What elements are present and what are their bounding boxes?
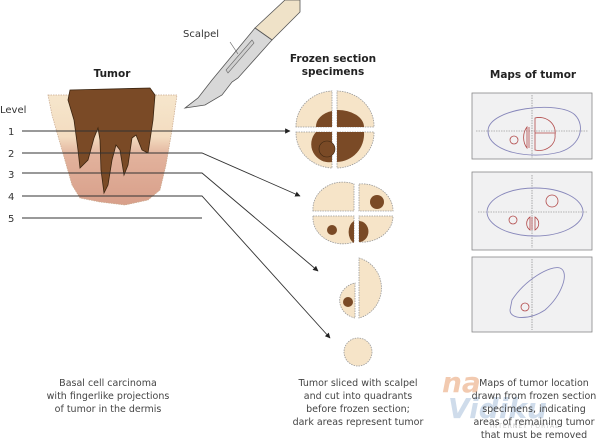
svg-text:na: na bbox=[442, 366, 481, 399]
level-4-arrow bbox=[22, 195, 331, 339]
watermark: na Vidiku INTERNET PORTAL bbox=[442, 366, 559, 430]
svg-text:INTERNET PORTAL: INTERNET PORTAL bbox=[490, 423, 559, 430]
svg-text:with fingerlike projections: with fingerlike projections bbox=[47, 391, 170, 402]
frozen-section-title-line1: Frozen section bbox=[290, 53, 376, 65]
maps-title: Maps of tumor bbox=[490, 69, 577, 81]
level-2-arrow bbox=[22, 152, 301, 197]
level-3-arrow bbox=[22, 172, 319, 272]
level-4-label: 4 bbox=[8, 192, 14, 203]
svg-text:that must be removed: that must be removed bbox=[481, 430, 587, 441]
level-heading: Level bbox=[0, 105, 26, 116]
scalpel-illustration bbox=[183, 0, 301, 109]
svg-text:specimens, indicating: specimens, indicating bbox=[482, 404, 586, 415]
svg-text:Tumor sliced with scalpel: Tumor sliced with scalpel bbox=[297, 378, 417, 389]
specimen-level-3 bbox=[339, 257, 382, 319]
level-5-label: 5 bbox=[8, 214, 14, 225]
svg-text:before frozen section;: before frozen section; bbox=[306, 404, 410, 415]
tumor-mass bbox=[67, 87, 156, 195]
tumor-title: Tumor bbox=[94, 68, 132, 80]
frozen-section-title-line2: specimens bbox=[302, 66, 365, 78]
scalpel-label: Scalpel bbox=[183, 29, 219, 40]
svg-text:Vidiku: Vidiku bbox=[448, 392, 547, 425]
level-3-label: 3 bbox=[8, 170, 14, 181]
specimen-level-1 bbox=[295, 90, 375, 169]
caption-middle: Tumor sliced with scalpel and cut into q… bbox=[293, 378, 424, 428]
svg-text:and cut into quadrants: and cut into quadrants bbox=[304, 391, 412, 402]
level-2-label: 2 bbox=[8, 149, 14, 160]
tumor-map-1 bbox=[471, 92, 593, 160]
tumor-map-2 bbox=[471, 171, 593, 251]
svg-text:drawn from frozen section: drawn from frozen section bbox=[472, 391, 597, 402]
caption-right: Maps of tumor location drawn from frozen… bbox=[472, 378, 597, 441]
specimen-level-2 bbox=[312, 181, 394, 245]
svg-text:areas of remaining tumor: areas of remaining tumor bbox=[473, 417, 594, 428]
svg-text:of tumor in the dermis: of tumor in the dermis bbox=[55, 404, 162, 415]
svg-text:Maps of tumor location: Maps of tumor location bbox=[479, 378, 589, 389]
svg-text:dark areas represent tumor: dark areas represent tumor bbox=[293, 417, 424, 428]
tumor-map-3 bbox=[471, 256, 593, 333]
caption-left: Basal cell carcinoma with fingerlike pro… bbox=[47, 378, 170, 415]
specimen-level-4 bbox=[343, 337, 373, 367]
svg-text:Basal cell carcinoma: Basal cell carcinoma bbox=[59, 378, 157, 389]
level-1-label: 1 bbox=[8, 127, 14, 138]
